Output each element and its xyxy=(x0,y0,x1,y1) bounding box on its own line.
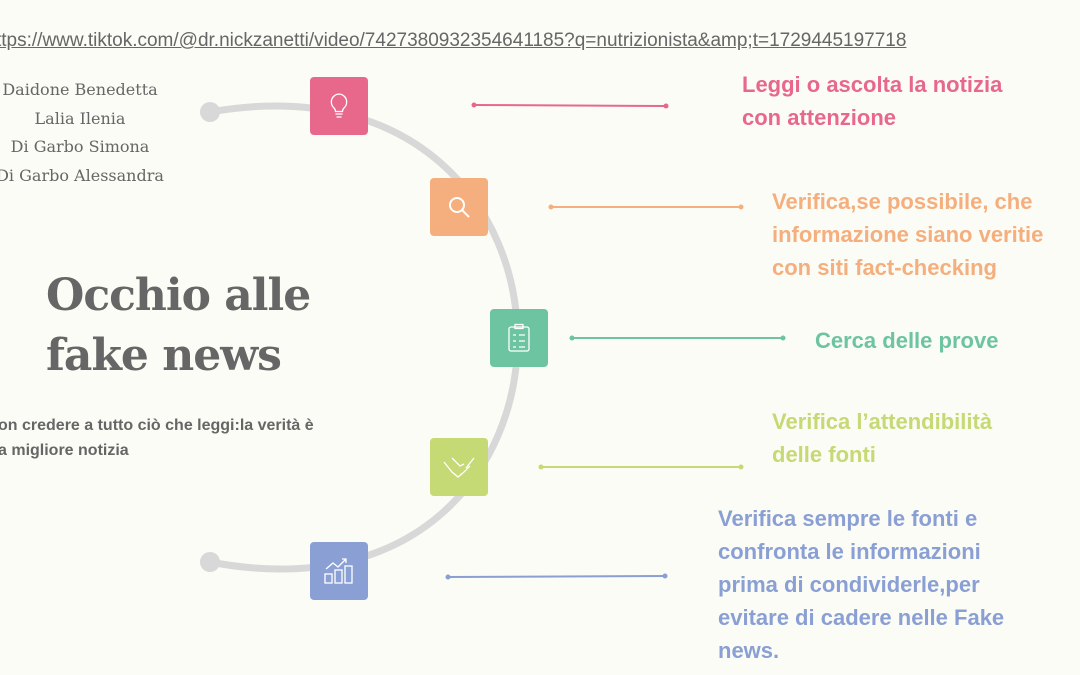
step-line: Cerca delle prove xyxy=(815,328,999,353)
lightbulb-icon xyxy=(310,77,368,135)
step-line: Verifica sempre le fonti e xyxy=(718,506,978,531)
author-name: Di Garbo Alessandra xyxy=(0,165,164,185)
search-icon xyxy=(430,178,488,236)
connector-line-1 xyxy=(471,102,669,109)
step-line: con attenzione xyxy=(742,105,897,130)
author-name: Di Garbo Simona xyxy=(10,137,150,156)
step-4-text: Verifica l’attendibilità delle fonti xyxy=(772,405,992,471)
subtitle: on credere a tutto ciò che leggi:la veri… xyxy=(0,413,368,463)
subtitle-line: on credere a tutto ciò che leggi:la veri… xyxy=(0,417,314,434)
step-3-text: Cerca delle prove xyxy=(815,324,998,357)
title-line: Occhio alle xyxy=(46,270,311,321)
step-line: Leggi o ascolta la notizia xyxy=(742,72,1003,97)
handshake-icon xyxy=(430,438,488,496)
connector-line-2 xyxy=(548,204,744,210)
step-line: con siti fact-checking xyxy=(772,255,997,280)
page-title: Occhio alle fake news xyxy=(46,266,311,386)
arc-start-dot xyxy=(200,102,220,122)
title-line: fake news xyxy=(46,330,282,381)
source-link[interactable]: ttps://www.tiktok.com/@dr.nickzanetti/vi… xyxy=(0,30,907,51)
growth-chart-icon xyxy=(310,542,368,600)
connector-line-5 xyxy=(445,573,668,580)
author-name: Lalia Ilenia xyxy=(34,108,126,128)
connector-line-4 xyxy=(538,464,744,470)
step-5-text: Verifica sempre le fonti e confronta le i… xyxy=(718,502,1004,667)
connector-line-3 xyxy=(569,335,786,341)
step-1-text: Leggi o ascolta la notizia con attenzione xyxy=(742,68,1002,134)
arc-end-dot xyxy=(200,552,220,572)
step-line: Verifica l’attendibilità xyxy=(772,409,993,434)
step-line: Verifica,se possibile, che xyxy=(772,189,1033,214)
step-line: prima di condividerle,per xyxy=(718,572,980,597)
step-line: informazione siano veritie xyxy=(772,222,1044,247)
authors-list: Daidone Benedetta Lalia Ilenia Di Garbo … xyxy=(0,76,170,190)
step-line: confronta le informazioni xyxy=(718,539,981,564)
author-name: Daidone Benedetta xyxy=(2,80,158,99)
step-line: news. xyxy=(718,638,780,663)
checklist-icon xyxy=(490,309,548,367)
step-2-text: Verifica,se possibile, che informazione s… xyxy=(772,185,1043,284)
step-line: delle fonti xyxy=(772,442,876,467)
subtitle-line: a migliore notizia xyxy=(0,442,129,459)
step-line: evitare di cadere nelle Fake xyxy=(718,605,1005,630)
